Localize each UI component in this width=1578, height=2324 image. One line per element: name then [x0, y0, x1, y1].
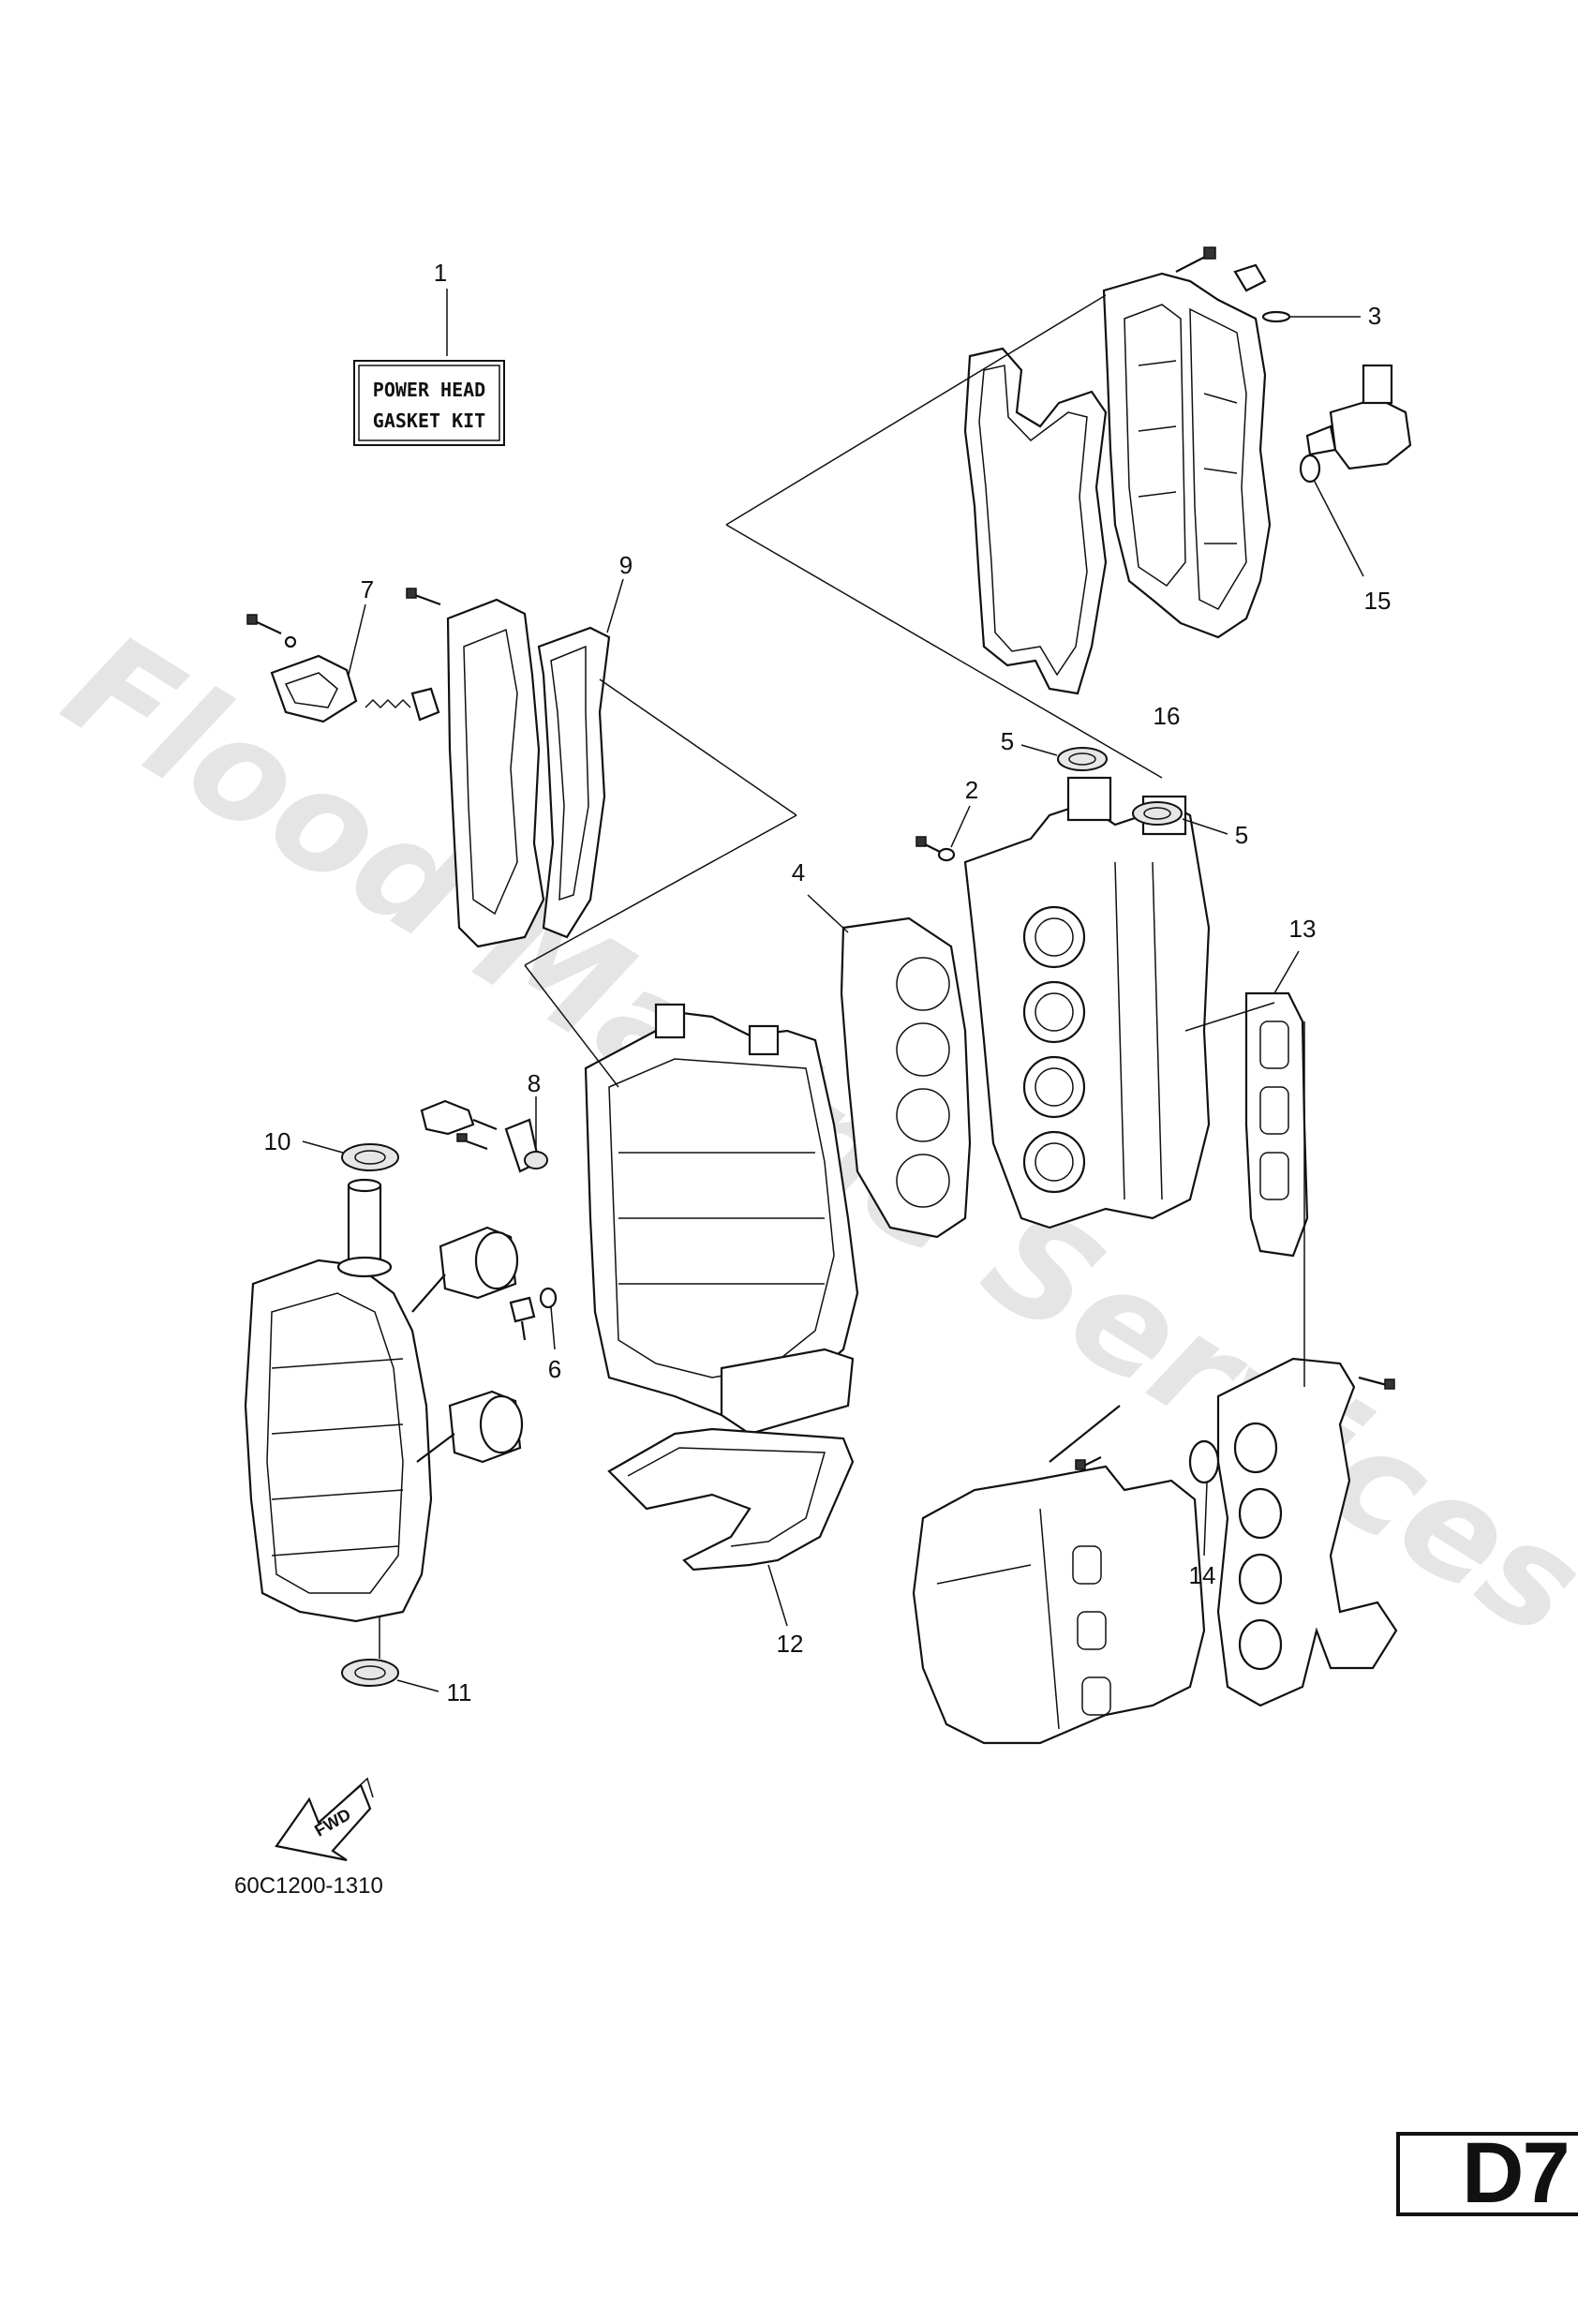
cylinder-block — [584, 1003, 859, 1436]
part-16-cover-gasket — [963, 347, 1108, 695]
callout-5b: 5 — [1235, 821, 1248, 849]
part-1-gasket-kit: POWER HEAD GASKET KIT — [353, 289, 505, 446]
diagram-code: 60C1200-1310 — [234, 1873, 383, 1899]
crankcase — [244, 1178, 524, 1659]
part-8-sensor — [420, 1096, 548, 1173]
page-code-badge: D7 — [1396, 2132, 1578, 2216]
callout-4: 4 — [792, 858, 805, 886]
callout-10: 10 — [264, 1127, 291, 1155]
page-code: D7 — [1462, 2132, 1571, 2216]
part-5-oil-seals — [1020, 744, 1228, 835]
kit-label-line2: GASKET KIT — [373, 410, 485, 432]
intake-manifold — [1216, 1357, 1398, 1707]
part-11-oil-seal — [341, 1659, 439, 1692]
part-10-oil-seal — [302, 1140, 399, 1171]
callout-3: 3 — [1368, 302, 1381, 330]
callout-9: 9 — [619, 551, 633, 579]
part-4-head-gasket — [807, 894, 972, 1239]
part-14-o-ring — [1188, 1439, 1220, 1557]
kit-label-line1: POWER HEAD — [373, 379, 485, 401]
callout-5a: 5 — [1001, 727, 1014, 755]
part-3-o-ring — [1261, 310, 1361, 323]
callout-8: 8 — [528, 1069, 541, 1097]
fwd-arrow: FWD — [275, 1777, 374, 1862]
callout-13: 13 — [1289, 915, 1317, 943]
part-12-base-gasket — [607, 1427, 855, 1627]
callout-14: 14 — [1189, 1561, 1216, 1589]
callout-6: 6 — [548, 1355, 561, 1383]
callout-12: 12 — [777, 1630, 804, 1658]
callout-15: 15 — [1364, 587, 1392, 615]
callout-11: 11 — [447, 1678, 472, 1706]
part-7-thermostat-cover — [246, 603, 440, 723]
callout-1: 1 — [434, 259, 447, 287]
part-6-washer — [509, 1287, 558, 1350]
part-15-sensor-o-ring — [1299, 364, 1412, 577]
callout-2: 2 — [965, 776, 978, 804]
intake-silencer — [912, 1405, 1206, 1745]
callout-7: 7 — [361, 575, 374, 603]
callout-16: 16 — [1154, 702, 1181, 730]
callout-labels: 1 2 3 4 5 5 6 7 8 9 10 11 12 13 14 15 16 — [264, 259, 1392, 1706]
part-13-exhaust-gasket — [1244, 950, 1309, 1349]
part-9-exhaust-cover — [406, 578, 624, 948]
cylinder-head-cover — [1102, 246, 1272, 639]
alignment-lines — [524, 294, 1305, 1387]
part-2-washer — [937, 805, 971, 862]
